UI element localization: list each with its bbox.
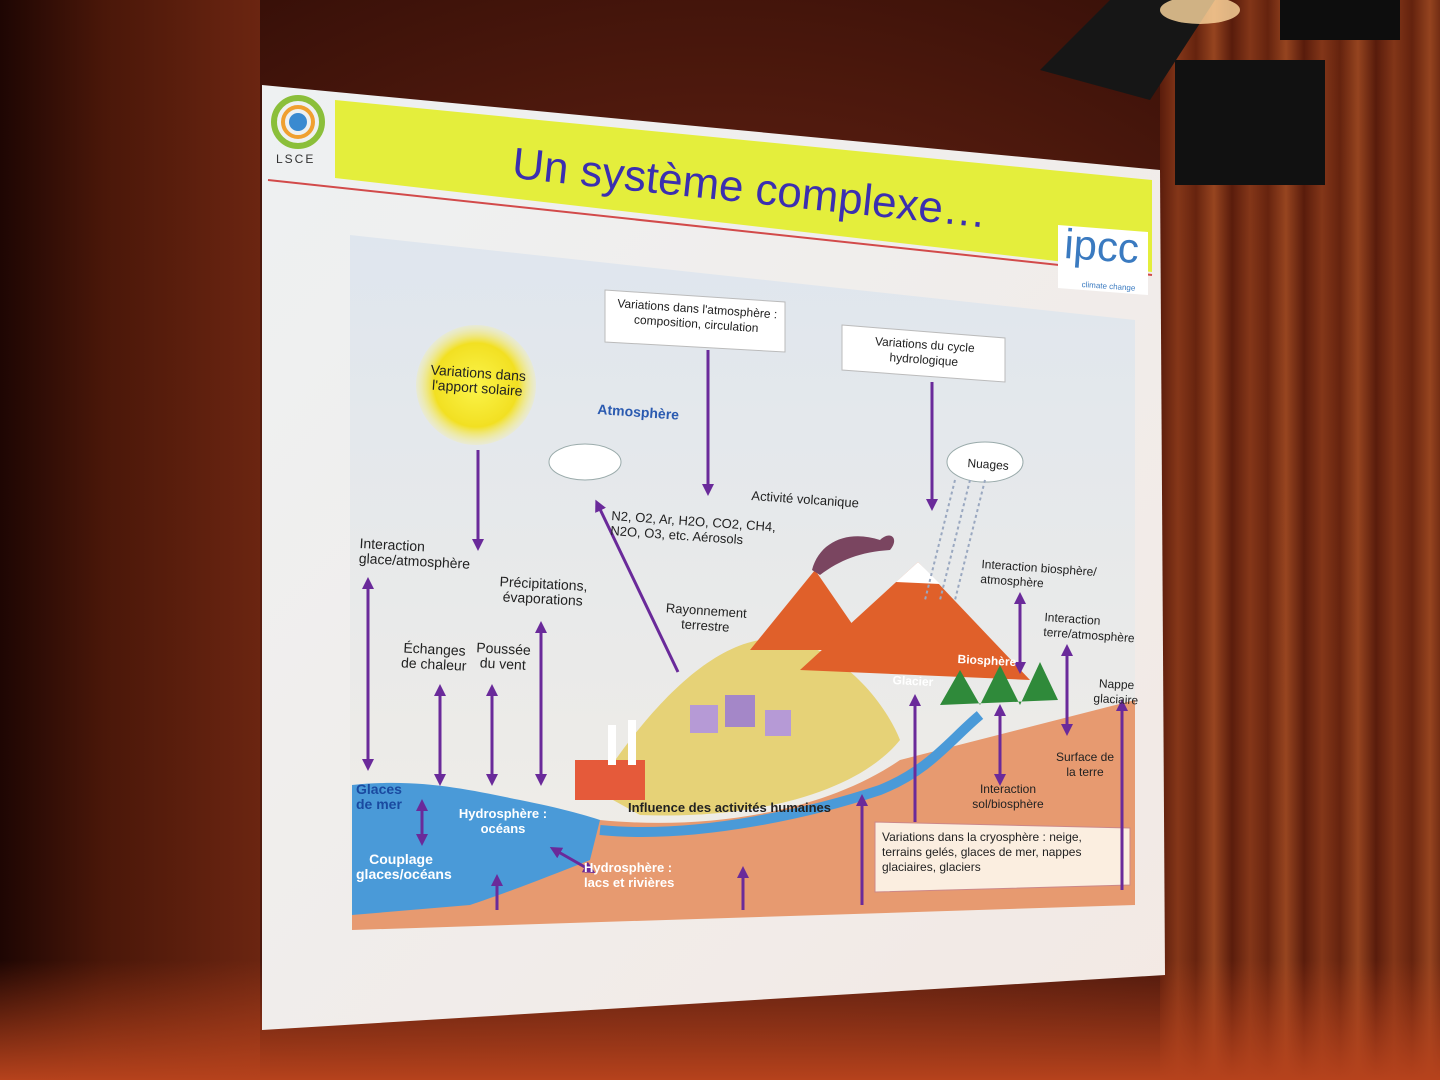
sun: [416, 325, 536, 445]
label-land-surface: Surface de la terre: [1055, 750, 1115, 779]
lsce-logo-text: LSCE: [276, 152, 316, 166]
volcanic-smoke: [812, 535, 895, 575]
label-heat: Échanges de chaleur: [400, 639, 467, 674]
label-glacier: Glacier: [892, 673, 934, 690]
label-ice-sheet: Nappe glaciaire: [1093, 676, 1139, 708]
rain: [924, 479, 986, 601]
building: [765, 710, 791, 736]
volcano: [750, 570, 870, 650]
title-underline: [267, 179, 1153, 276]
label-hydro-lakes: Hydrosphère : lacs et rivières: [584, 860, 675, 890]
label-coupling: Couplage glaces/océans: [356, 851, 452, 882]
ipcc-logo-box: [1058, 225, 1148, 295]
lsce-logo: [271, 95, 325, 149]
arrow-lakes: [549, 847, 596, 873]
label-hydro-ocean: Hydrosphère : océans: [458, 806, 548, 836]
title-bar: [335, 100, 1152, 272]
label-nuages: Nuages: [967, 456, 1010, 473]
chimney: [608, 725, 616, 765]
label-land-atmo: Interaction terre/atmosphère: [1042, 610, 1136, 646]
label-cryosphere: Variations dans la cryosphère : neige, t…: [882, 830, 1082, 874]
mountain: [800, 562, 1030, 680]
chimney: [628, 720, 636, 765]
label-human: Influence des activités humaines: [628, 800, 832, 815]
label-sea-ice: Glaces de mer: [356, 781, 402, 812]
ocean: [352, 782, 600, 915]
building: [725, 695, 755, 727]
forest: [940, 662, 1058, 705]
factory: [575, 760, 645, 800]
label-biosphere: Biosphère: [957, 652, 1017, 670]
label-radiation: Rayonnement terrestre: [665, 600, 748, 635]
arrow-radiation: [595, 499, 680, 673]
ipcc-logo-text: ipcc: [1062, 220, 1141, 273]
cryosphere-box: [874, 821, 1131, 893]
hill: [595, 638, 900, 816]
curtain-left: [0, 0, 260, 1080]
hydro-cycle-box: [841, 324, 1006, 383]
label-wind: Poussée du vent: [475, 639, 532, 673]
label-soil-bio: Interaction sol/biosphère: [972, 782, 1044, 811]
atmosphere-variations-box: [604, 289, 786, 353]
cloud-left: [548, 443, 622, 481]
stage-projector: [1040, 0, 1400, 185]
building: [690, 705, 718, 733]
label-precip: Précipitations, évaporations: [499, 573, 588, 609]
